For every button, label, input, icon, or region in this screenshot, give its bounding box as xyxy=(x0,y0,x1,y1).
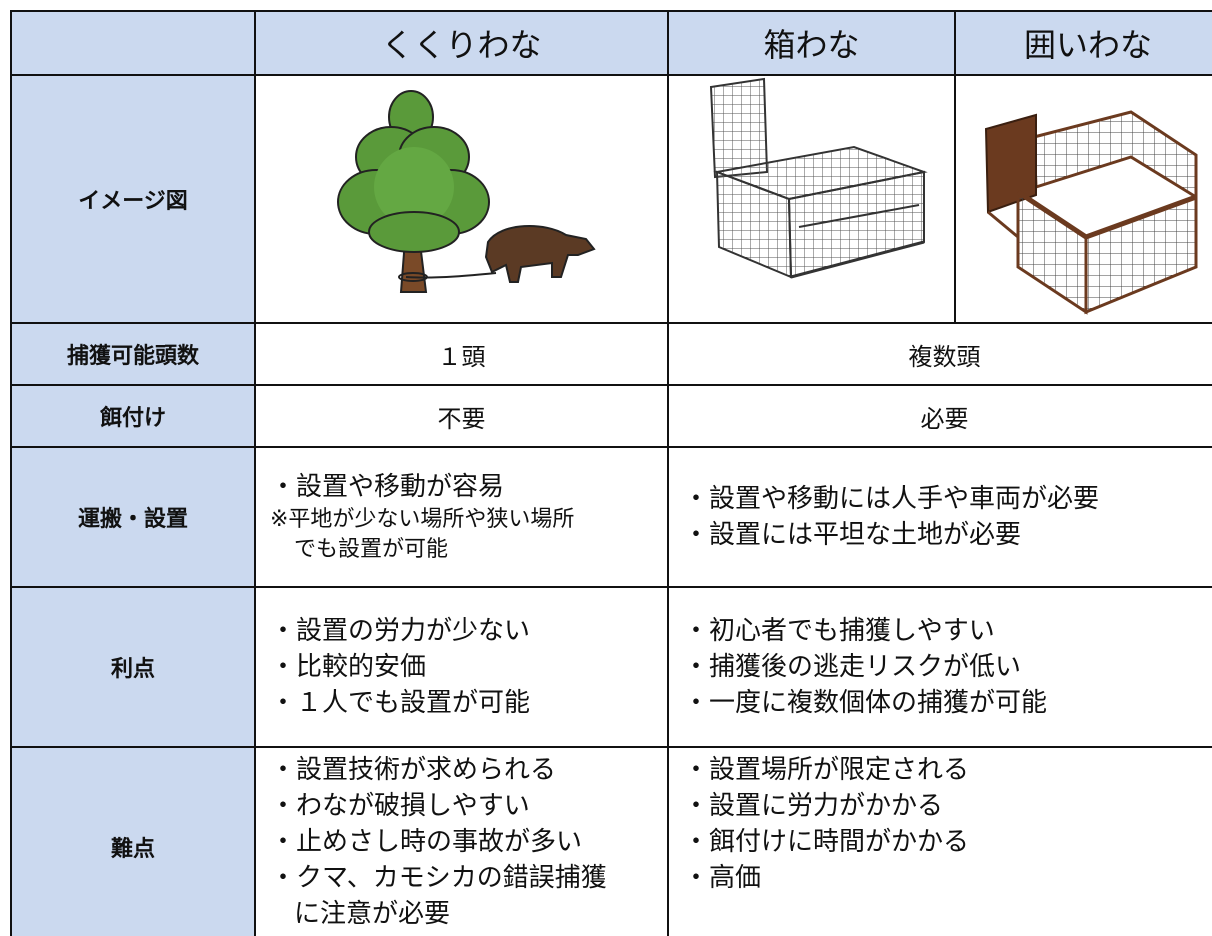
trap-comparison-table: くくりわな 箱わな 囲いわな イメージ図 xyxy=(10,10,1212,936)
hako-image-cell xyxy=(667,74,956,324)
list-item: ・餌付けに時間がかかる xyxy=(683,827,970,857)
col-header-kukuri: くくりわな xyxy=(254,10,669,76)
boar-illustration xyxy=(484,225,596,283)
row-label-capacity: 捕獲可能頭数 xyxy=(10,322,256,386)
list-item: ・設置や移動には人手や車両が必要 xyxy=(683,484,1100,514)
header-row: くくりわな 箱わな 囲いわな xyxy=(10,10,1212,76)
kukuri-trap-illustration xyxy=(337,90,596,293)
corner-cell xyxy=(10,10,256,76)
drawbacks-shared: ・設置場所が限定される ・設置に労力がかかる ・餌付けに時間がかかる ・高価 xyxy=(667,746,1212,936)
col-header-hako: 箱わな xyxy=(667,10,956,76)
list-item: ・クマ、カモシカの錯誤捕獲 xyxy=(270,863,607,893)
list-item: ・一度に複数個体の捕獲が可能 xyxy=(683,688,1048,718)
image-row: イメージ図 xyxy=(10,74,1212,324)
box-trap-illustration xyxy=(709,77,928,279)
list-item: ・比較的安価 xyxy=(270,652,427,682)
note-line: でも設置が可能 xyxy=(294,537,449,562)
tree-illustration xyxy=(337,90,490,293)
list-item: ・設置場所が限定される xyxy=(683,755,970,785)
transport-row: 運搬・設置 ・設置や移動が容易 ※平地が少ない場所や狭い場所 でも設置が可能 ・… xyxy=(10,446,1212,588)
list-item: ・設置には平坦な土地が必要 xyxy=(683,520,1022,550)
list-item: ・設置の労力が少ない xyxy=(270,616,531,646)
list-item: ・高価 xyxy=(683,863,762,893)
capacity-shared: 複数頭 xyxy=(667,322,1212,386)
note-line: ※平地が少ない場所や狭い場所 xyxy=(270,507,575,532)
list-item: ・初心者でも捕獲しやすい xyxy=(683,616,995,646)
list-item: ・設置や移動が容易 xyxy=(270,472,505,502)
transport-kukuri: ・設置や移動が容易 ※平地が少ない場所や狭い場所 でも設置が可能 xyxy=(254,446,669,588)
transport-shared: ・設置や移動には人手や車両が必要 ・設置には平坦な土地が必要 xyxy=(667,446,1212,588)
kakoi-image-cell xyxy=(954,74,1212,324)
advantages-shared: ・初心者でも捕獲しやすい ・捕獲後の逃走リスクが低い ・一度に複数個体の捕獲が可… xyxy=(667,586,1212,748)
row-label-bait: 餌付け xyxy=(10,384,256,448)
row-label-transport: 運搬・設置 xyxy=(10,446,256,588)
capacity-kukuri: １頭 xyxy=(254,322,669,386)
bait-row: 餌付け 不要 必要 xyxy=(10,384,1212,448)
drawbacks-row: 難点 ・設置技術が求められる ・わなが破損しやすい ・止めさし時の事故が多い ・… xyxy=(10,746,1212,936)
list-item: ・１人でも設置が可能 xyxy=(270,688,531,718)
advantages-kukuri: ・設置の労力が少ない ・比較的安価 ・１人でも設置が可能 xyxy=(254,586,669,748)
row-label-advantages: 利点 xyxy=(10,586,256,748)
row-label-image: イメージ図 xyxy=(10,74,256,324)
drawbacks-kukuri: ・設置技術が求められる ・わなが破損しやすい ・止めさし時の事故が多い ・クマ、… xyxy=(254,746,669,936)
advantages-row: 利点 ・設置の労力が少ない ・比較的安価 ・１人でも設置が可能 ・初心者でも捕獲… xyxy=(10,586,1212,748)
kukuri-image-cell xyxy=(254,74,669,324)
bait-shared: 必要 xyxy=(667,384,1212,448)
capacity-row: 捕獲可能頭数 １頭 複数頭 xyxy=(10,322,1212,386)
list-item: ・わなが破損しやすい xyxy=(270,791,530,821)
col-header-kakoi: 囲いわな xyxy=(954,10,1212,76)
list-item-continuation: に注意が必要 xyxy=(294,899,451,929)
row-label-drawbacks: 難点 xyxy=(10,746,256,936)
list-item: ・設置に労力がかかる xyxy=(683,791,944,821)
list-item: ・捕獲後の逃走リスクが低い xyxy=(683,652,1022,682)
corral-trap-illustration xyxy=(984,110,1198,315)
bait-kukuri: 不要 xyxy=(254,384,669,448)
list-item: ・設置技術が求められる xyxy=(270,755,557,785)
list-item: ・止めさし時の事故が多い xyxy=(270,827,583,857)
